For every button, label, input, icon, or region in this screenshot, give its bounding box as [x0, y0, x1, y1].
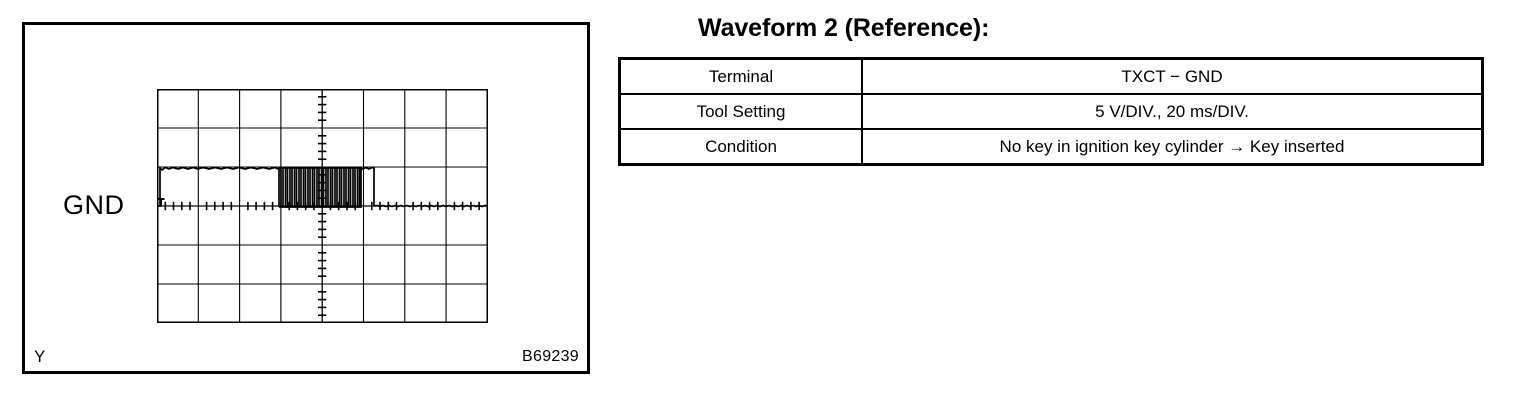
- tool-setting-label: Tool Setting: [618, 93, 863, 130]
- condition-label: Condition: [618, 128, 863, 166]
- signal-trace: [158, 165, 488, 208]
- figure-reference-code: B69239: [522, 348, 579, 365]
- waveform-spec-section: Waveform 2 (Reference): Terminal TXCT − …: [618, 14, 1486, 166]
- waveform-plot: [157, 89, 488, 323]
- condition-value: No key in ignition key cylinder → Key in…: [861, 128, 1484, 166]
- waveform-title: Waveform 2 (Reference):: [698, 14, 990, 42]
- terminal-label: Terminal: [618, 57, 863, 95]
- gnd-level-label: GND: [63, 190, 125, 220]
- tool-setting-value: 5 V/DIV., 20 ms/DIV.: [861, 93, 1484, 130]
- horizontal-axis-ticks: [164, 201, 480, 211]
- table-row: Condition No key in ignition key cylinde…: [618, 128, 1484, 166]
- oscilloscope-figure-panel: GND: [22, 22, 590, 374]
- gnd-level-marker: [157, 198, 165, 206]
- terminal-value: TXCT − GND: [861, 57, 1484, 95]
- waveform-spec-table: Terminal TXCT − GND Tool Setting 5 V/DIV…: [618, 57, 1484, 166]
- table-row: Terminal TXCT − GND: [618, 57, 1484, 95]
- figure-corner-mark: Y: [34, 347, 46, 366]
- oscilloscope-graticule: [157, 89, 488, 323]
- table-row: Tool Setting 5 V/DIV., 20 ms/DIV.: [618, 93, 1484, 130]
